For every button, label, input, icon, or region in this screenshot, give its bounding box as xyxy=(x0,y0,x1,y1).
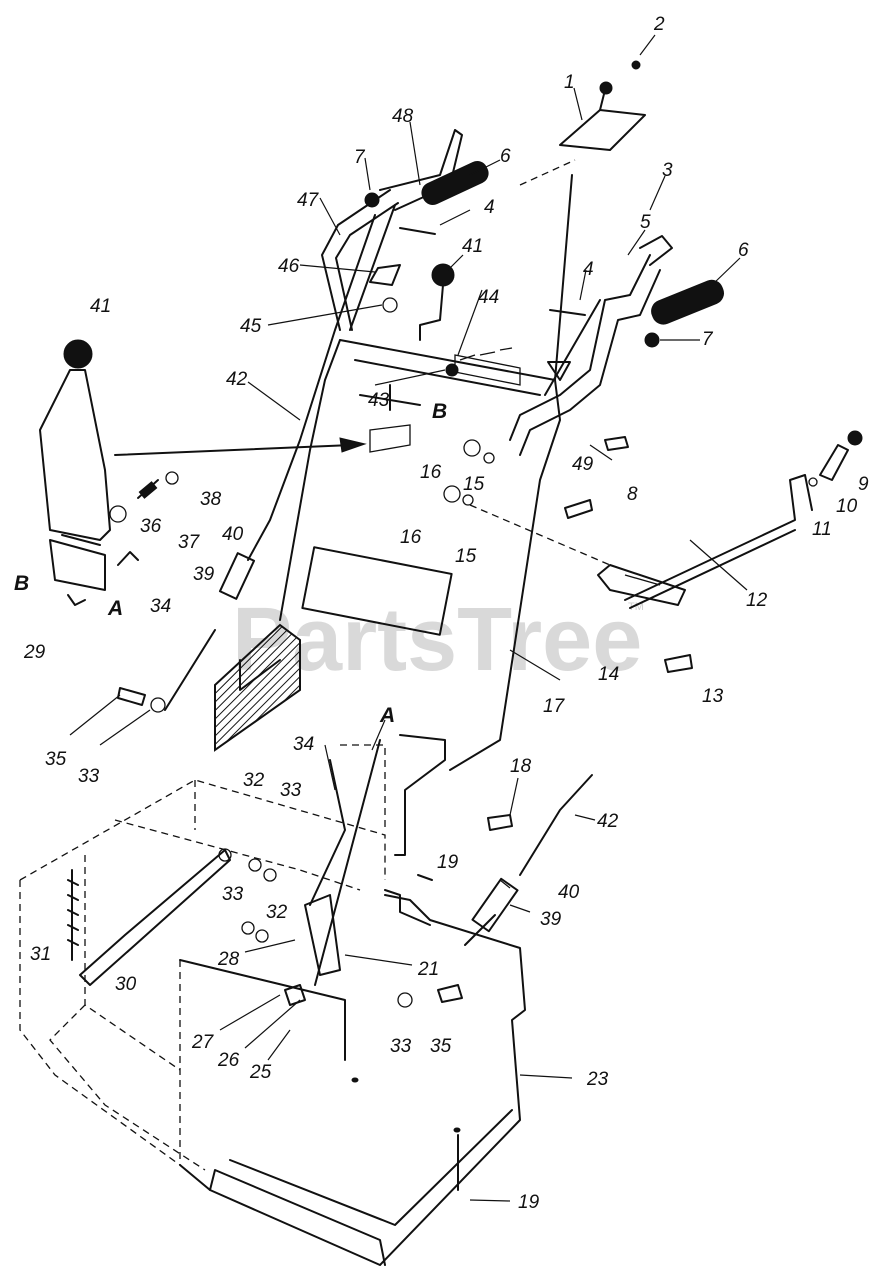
crank-knob xyxy=(808,430,863,487)
callout-14: 14 xyxy=(598,664,619,685)
handle-lower-block xyxy=(214,623,301,752)
reference-arrow-B xyxy=(114,424,411,456)
callout-31: 31 xyxy=(30,944,51,965)
callout-1: 1 xyxy=(564,72,575,93)
callout-2: 2 xyxy=(653,14,665,35)
callout-13: 13 xyxy=(702,686,724,707)
callout-33: 33 xyxy=(78,766,100,787)
callout-labels: 1 2 3 4 4 5 6 6 7 7 8 9 10 11 12 13 14 1… xyxy=(23,14,869,1213)
bottom-plate xyxy=(179,894,526,1266)
callout-40: 40 xyxy=(222,524,244,545)
callout-5: 5 xyxy=(640,212,651,233)
callout-30: 30 xyxy=(115,974,137,995)
callout-37: 37 xyxy=(178,532,201,553)
callout-32: 32 xyxy=(243,770,265,791)
callout-21: 21 xyxy=(417,959,439,980)
callout-4: 4 xyxy=(484,197,495,218)
callout-35: 35 xyxy=(45,749,67,770)
callout-3: 3 xyxy=(662,160,673,181)
callout-43: 43 xyxy=(368,390,390,411)
callout-33: 33 xyxy=(222,884,244,905)
callout-15: 15 xyxy=(455,546,477,567)
callout-4: 4 xyxy=(583,259,594,280)
callout-32: 32 xyxy=(266,902,288,923)
callout-12: 12 xyxy=(746,590,768,611)
callout-6: 6 xyxy=(500,146,511,167)
panel-fasteners xyxy=(117,436,693,1008)
callout-46: 46 xyxy=(278,256,300,277)
callout-45: 45 xyxy=(240,316,262,337)
callout-16: 16 xyxy=(400,527,422,548)
callout-33: 33 xyxy=(280,780,302,801)
callout-15: 15 xyxy=(463,474,485,495)
callout-28: 28 xyxy=(217,949,240,970)
callout-27: 27 xyxy=(191,1032,215,1053)
callout-29: 29 xyxy=(23,642,46,663)
callout-39: 39 xyxy=(193,564,215,585)
callout-35: 35 xyxy=(430,1036,452,1057)
callout-25: 25 xyxy=(249,1062,272,1083)
callout-38: 38 xyxy=(200,489,222,510)
crank-bracket xyxy=(469,474,813,609)
shift-lever-assembly xyxy=(39,339,179,606)
lower-linkage xyxy=(67,739,381,1006)
callout-34: 34 xyxy=(293,734,314,755)
callout-33: 33 xyxy=(390,1036,412,1057)
reference-letters: A A B B xyxy=(14,400,447,727)
callout-36: 36 xyxy=(140,516,162,537)
callout-47: 47 xyxy=(297,190,320,211)
callout-41: 41 xyxy=(90,296,111,317)
reference-letter-B: B xyxy=(432,400,447,423)
callout-11: 11 xyxy=(812,519,832,540)
callout-9: 9 xyxy=(858,474,869,495)
callout-41: 41 xyxy=(462,236,483,257)
lower-housing-dashed xyxy=(19,744,386,1171)
control-bracket xyxy=(519,60,646,381)
callout-42: 42 xyxy=(597,811,619,832)
callout-19: 19 xyxy=(437,852,459,873)
callout-39: 39 xyxy=(540,909,562,930)
callout-7: 7 xyxy=(702,329,714,350)
callout-16: 16 xyxy=(420,462,442,483)
callout-44: 44 xyxy=(478,287,499,308)
callout-8: 8 xyxy=(627,484,638,505)
reference-letter-A: A xyxy=(379,704,395,727)
callout-19: 19 xyxy=(518,1192,540,1213)
callout-6: 6 xyxy=(738,240,749,261)
reference-letter-B: B xyxy=(14,572,29,595)
callout-42: 42 xyxy=(226,369,248,390)
callout-7: 7 xyxy=(354,147,366,168)
callout-26: 26 xyxy=(217,1050,240,1071)
left-handlebar xyxy=(321,129,489,331)
callout-49: 49 xyxy=(572,454,594,475)
leader-lines xyxy=(69,34,748,1202)
reference-letter-A: A xyxy=(107,597,123,620)
cables xyxy=(164,214,593,946)
callout-23: 23 xyxy=(586,1069,609,1090)
callout-18: 18 xyxy=(510,756,532,777)
right-handlebar xyxy=(509,235,724,456)
callout-40: 40 xyxy=(558,882,580,903)
callout-17: 17 xyxy=(543,696,566,717)
callout-10: 10 xyxy=(836,496,858,517)
lower-bracket xyxy=(384,874,459,1191)
callout-48: 48 xyxy=(392,106,414,127)
callout-34: 34 xyxy=(150,596,171,617)
